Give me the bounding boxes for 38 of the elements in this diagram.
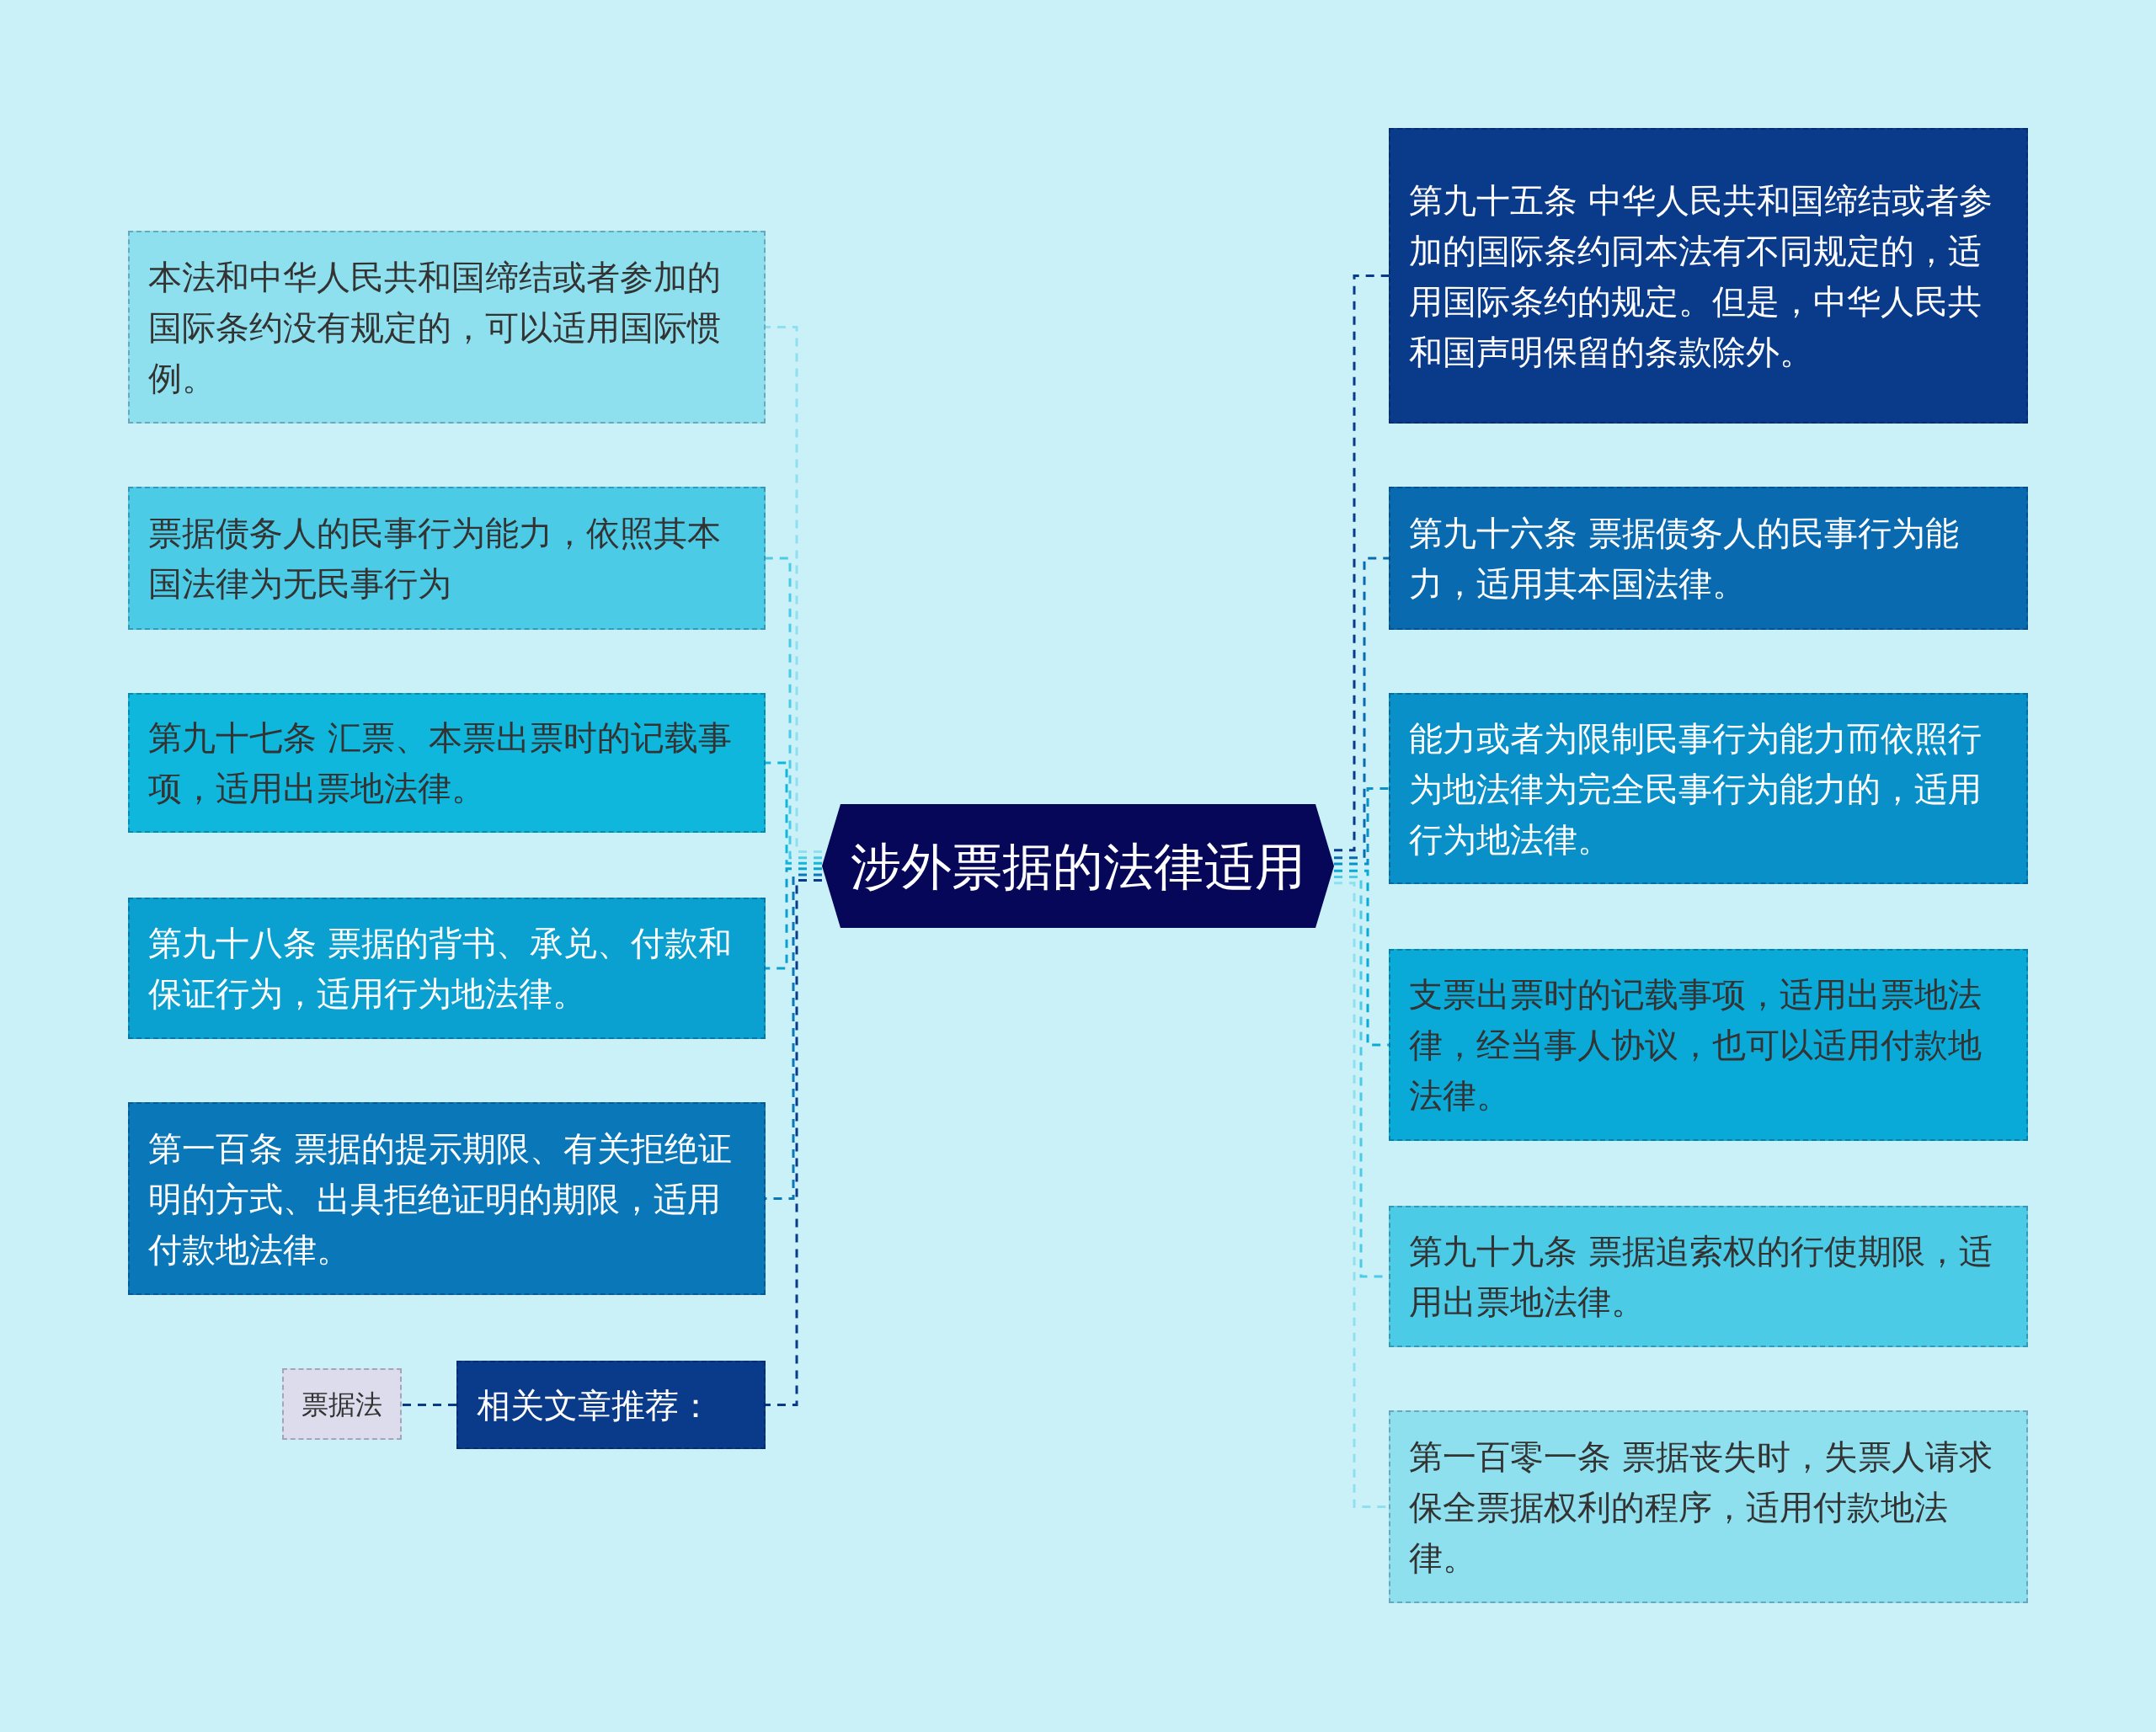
topic-text: 第九十七条 汇票、本票出票时的记载事项，适用出票地法律。: [148, 717, 733, 809]
topic-box: [128, 487, 766, 630]
topic-box: [128, 693, 766, 833]
topic-node: [822, 804, 1334, 928]
connector: [766, 879, 822, 1406]
topic-text: 第九十九条 票据追索权的行使期限，适用出票地法律。: [1409, 1231, 1993, 1323]
connector: [766, 557, 822, 860]
topic-box: [128, 898, 766, 1039]
topic-box: [128, 231, 766, 424]
connector: [1334, 274, 1389, 852]
topic-text: 第九十六条 票据债务人的民事行为能力，适用其本国法律。: [1409, 513, 1960, 605]
topic-box: [128, 1102, 766, 1295]
topic-text: 第一百零一条 票据丧失时，失票人请求保全票据权利的程序，适用付款地法律。: [1409, 1436, 1993, 1579]
topic-text: 能力或者为限制民事行为能力而依照行为地法律为完全民事行为能力的，适用行为地法律。: [1409, 717, 1983, 861]
topic-text: 支票出票时的记载事项，适用出票地法律，经当事人协议，也可以适用付款地法律。: [1409, 974, 1983, 1116]
topic-box: [456, 1361, 766, 1449]
connector: [402, 1404, 456, 1406]
topic-box: [1389, 487, 2028, 630]
connector: [766, 761, 822, 865]
connector: [766, 326, 822, 853]
topic-text: 第一百条 票据的提示期限、有关拒绝证明的方式、出具拒绝证明的期限，适用付款地法律。: [148, 1127, 733, 1271]
topic-text: 票据法: [302, 1387, 382, 1421]
connector: [766, 867, 822, 970]
connector: [1334, 557, 1389, 860]
topic-box: [1389, 949, 2028, 1141]
tag-box: [282, 1368, 402, 1440]
topic-box: [1389, 693, 2028, 884]
topic-text: 第九十八条 票据的背书、承兑、付款和保证行为，适用行为地法律。: [148, 923, 733, 1015]
topic-text: 本法和中华人民共和国缔结或者参加的国际条约没有规定的，可以适用国际惯例。: [148, 256, 722, 399]
topic-text: 票据债务人的民事行为能力，依照其本国法律为无民事行为: [148, 513, 722, 605]
topic-box: [1389, 1410, 2028, 1603]
topic-text: 第九十五条 中华人民共和国缔结或者参加的国际条约同本法有不同规定的，适用国际条约的规定。但是，中华人民共和国声明保留的条款除外。: [1409, 179, 1993, 373]
topic-title: 涉外票据的法律适用: [851, 840, 1305, 892]
connector: [1334, 869, 1389, 1047]
topic-text: 相关文章推荐：: [477, 1384, 712, 1426]
connector: [1334, 787, 1389, 866]
topic-box: [1389, 128, 2028, 424]
topic-box: [1389, 1206, 2028, 1347]
